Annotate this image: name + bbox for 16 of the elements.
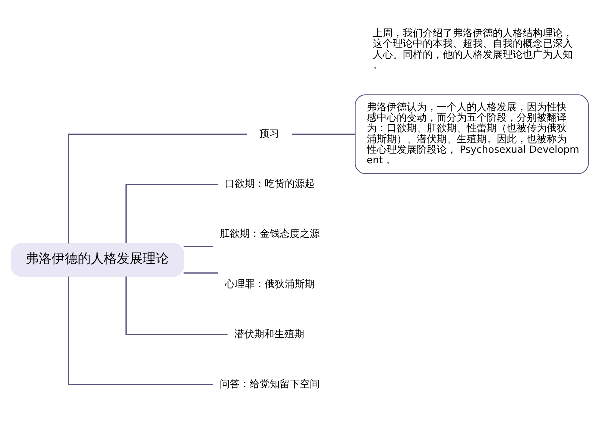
connector [126, 183, 218, 243]
node-text: 预习 [259, 128, 280, 140]
connector [184, 272, 218, 274]
connector [292, 133, 356, 135]
node-text: 问答：给觉知留下空间 [220, 378, 320, 390]
node-box: 弗洛伊德的人格发展理论 [10, 242, 184, 276]
connector [126, 276, 228, 335]
node-text: 口欲期：吃货的源起 [224, 178, 315, 190]
node-text: 肛欲期：金钱态度之源 [220, 228, 320, 240]
node-box: 弗洛伊德认为，一个人的人格发展，因为性快感中心的变动，而分为五个阶段，分别被翻译为：口欲期、肛欲期、性蕾期（也被传为俄狄浦斯期）、潜伏期、生殖期。因此，也被称为性心理发展阶段论， Psychosexual Development 。 [355, 94, 590, 174]
label: 上周，我们介绍了弗洛伊德的人格结构理论，这个理论中的本我、超我、自我的概念已深入人心。同样的，他的人格发展理论也广为人知。 [373, 28, 574, 71]
connector [68, 276, 214, 386]
connector [184, 245, 214, 247]
node-text: 潜伏期和生殖期 [234, 328, 305, 340]
node-text: 心理罪：俄狄浦斯期 [224, 278, 315, 290]
connector [68, 133, 248, 244]
